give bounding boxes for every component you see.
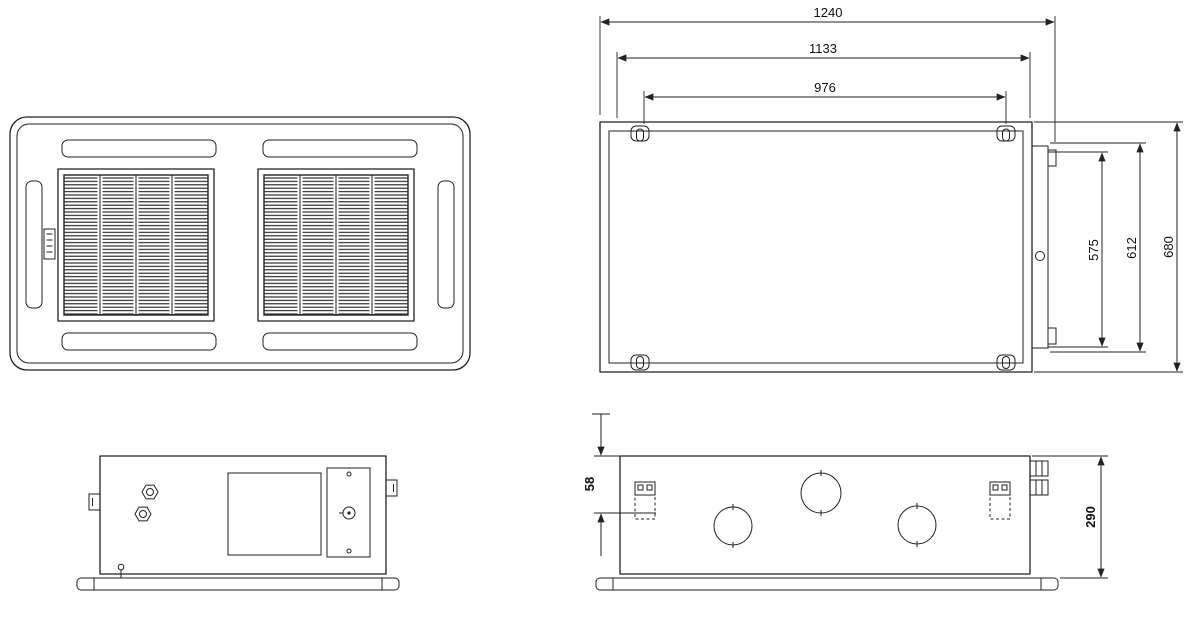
side-view-short xyxy=(76,455,400,591)
terminal-block-upper xyxy=(1029,460,1049,477)
dim-label-290: 290 xyxy=(1083,506,1098,528)
brand-label-plate xyxy=(43,228,56,260)
dim-flange-offset: 58 xyxy=(582,413,656,556)
piping-plate-tab-top xyxy=(1047,149,1057,167)
hanger-bracket xyxy=(630,354,650,371)
piping-plate xyxy=(1031,145,1057,349)
piping-plate-tab-bottom xyxy=(1047,327,1057,345)
grille-frame xyxy=(57,168,215,322)
grille-frame xyxy=(257,168,415,322)
dim-hanger-width: 976 xyxy=(643,80,1007,124)
hex-nut xyxy=(141,484,159,500)
access-panel-plate xyxy=(326,467,371,558)
intake-grille-right xyxy=(257,168,415,322)
panel-hook xyxy=(117,563,125,571)
hanger-bracket-bottom-left xyxy=(630,354,650,371)
hanger-fixture-right xyxy=(989,481,1011,520)
hex-nut xyxy=(134,506,152,522)
dim-body-depth: 612 xyxy=(1050,142,1146,353)
knockout-circle xyxy=(800,472,842,514)
hex-nut-bore xyxy=(139,510,147,518)
fixture-plate xyxy=(634,481,656,496)
dim-overall-width: 1240 xyxy=(599,5,1056,142)
panel-flange xyxy=(595,577,1059,591)
dim-label-58: 58 xyxy=(582,477,597,491)
dim-label-575: 575 xyxy=(1086,239,1101,261)
terminal-block-lower xyxy=(1029,479,1049,496)
terminal-body xyxy=(1029,460,1049,477)
hanger-bracket xyxy=(996,125,1016,142)
panel-inner-edge xyxy=(16,123,464,364)
hanger-bracket xyxy=(996,354,1016,371)
side-view-long: 58 290 xyxy=(582,413,1108,591)
vent-slot-left xyxy=(25,180,43,309)
unit-top-inner-outline xyxy=(608,130,1024,364)
dim-label-1240: 1240 xyxy=(814,5,843,20)
terminal-body xyxy=(1029,479,1049,496)
hex-nut-bore xyxy=(146,488,154,496)
unit-top-outline xyxy=(599,121,1033,373)
knockout-hole-middle xyxy=(800,470,842,516)
dim-body-height: 290 xyxy=(1032,455,1108,579)
decorative-panel-edge xyxy=(76,563,400,591)
access-panel-screw-bottom xyxy=(346,548,352,554)
dim-body-width: 1133 xyxy=(616,41,1031,118)
fixture-plate xyxy=(989,481,1011,496)
access-panel xyxy=(326,467,371,558)
panel-outer-edge xyxy=(9,116,471,371)
mount-tab-right xyxy=(385,479,398,497)
hanger-fixture-left xyxy=(634,481,656,520)
unit-side-outline xyxy=(619,455,1031,575)
control-box xyxy=(227,472,322,556)
vent-slot-bottom-right xyxy=(262,332,418,351)
fixture-hole xyxy=(646,484,653,491)
top-view: 1240 1133 976 575 612 xyxy=(599,5,1183,373)
dim-label-976: 976 xyxy=(814,80,836,95)
piping-plate-body xyxy=(1031,145,1049,349)
fixture-hole xyxy=(1001,484,1008,491)
intake-grille-left xyxy=(57,168,215,322)
vent-slot-top-right xyxy=(262,139,418,158)
pipe-fitting-upper xyxy=(141,484,159,500)
hanger-bracket-top-right xyxy=(996,125,1016,142)
knockout-circle xyxy=(713,506,753,546)
fixture-hole xyxy=(992,484,999,491)
unit-side-outline xyxy=(99,455,387,575)
hanger-slot xyxy=(636,128,644,142)
brand-label xyxy=(43,228,56,260)
knockout-circle xyxy=(897,505,937,545)
hanger-bracket-bottom-right xyxy=(996,354,1016,371)
hanger-slot xyxy=(1002,128,1010,142)
access-panel-screw-top xyxy=(346,471,352,477)
access-panel-knob-center xyxy=(347,511,351,515)
panel-bottom-view xyxy=(9,116,471,371)
piping-plate-hole xyxy=(1035,251,1045,261)
dim-label-1133: 1133 xyxy=(809,41,837,56)
vent-slot-bottom-left xyxy=(61,332,217,351)
fixture-hidden-outline xyxy=(634,494,656,520)
decorative-panel-edge xyxy=(595,577,1059,591)
hanger-slot xyxy=(636,356,644,369)
fixture-hole xyxy=(637,484,644,491)
knockout-hole-right xyxy=(897,503,937,547)
pipe-fitting-lower xyxy=(134,506,152,522)
vent-slot-top-left xyxy=(61,139,217,158)
hanger-bracket xyxy=(630,125,650,142)
vent-slot-right xyxy=(437,180,455,309)
mount-tab-left xyxy=(88,493,101,511)
dim-overall-depth: 680 xyxy=(1034,121,1183,373)
dim-label-612: 612 xyxy=(1124,237,1139,259)
dim-label-680: 680 xyxy=(1161,236,1176,258)
panel-flange xyxy=(76,577,400,591)
hanger-bracket-top-left xyxy=(630,125,650,142)
fixture-hidden-outline xyxy=(989,494,1011,520)
dim-hanger-depth: 575 xyxy=(1048,151,1108,348)
hanger-slot xyxy=(1002,356,1010,369)
knockout-hole-left xyxy=(713,504,753,548)
